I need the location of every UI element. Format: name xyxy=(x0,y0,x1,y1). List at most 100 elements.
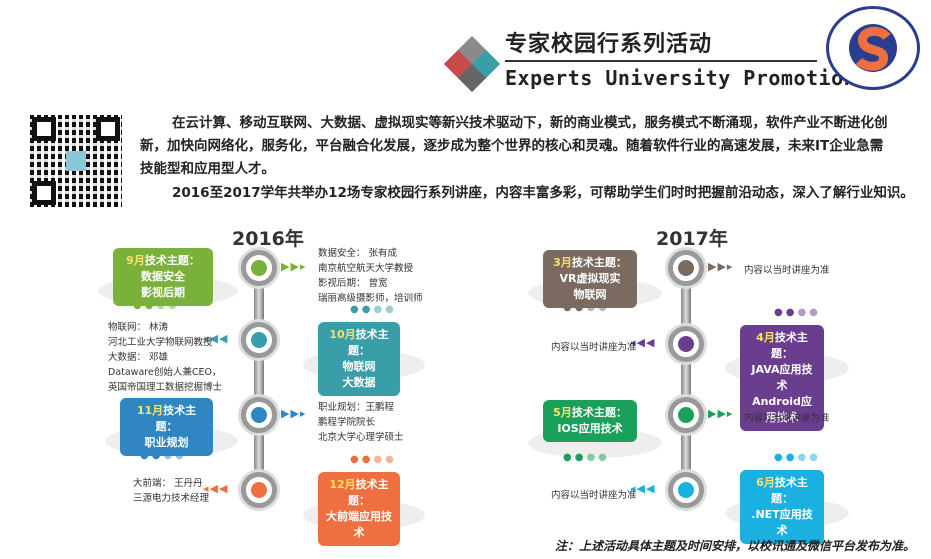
info-line: 内容以当时讲座为准 xyxy=(551,342,637,353)
info-line: 三源电力技术经理 xyxy=(133,493,210,504)
year-2017-heading: 2017年 xyxy=(656,228,728,250)
speaker-info-y2017-4: 内容以当时讲座为准 xyxy=(551,340,637,355)
info-line: 大前端： 王丹丹 xyxy=(133,478,203,489)
topic-item: 职业规划 xyxy=(144,436,189,449)
info-line: 南京航空航天大学教授 xyxy=(318,263,414,274)
month-label: 10月 xyxy=(329,328,356,341)
info-line: 数据安全： 张有成 xyxy=(318,248,398,259)
topic-item: 大前端应用技术 xyxy=(326,510,392,539)
timeline-node-y2017-3 xyxy=(668,250,704,286)
topic-bubble-y2016-12: 12月技术主题： 大前端应用技术 xyxy=(318,472,400,546)
topic-bubble-y2017-3: 3月技术主题： VR虚拟现实物联网 xyxy=(543,250,637,308)
topic-bubble-y2017-5: 5月技术主题： IOS应用技术 xyxy=(543,400,637,442)
intro-line-4: 2016至2017学年共举办12场专家校园行系列讲座，内容丰富多彩，可帮助学生们… xyxy=(172,185,914,201)
theme-label: 技术主题： xyxy=(155,404,197,433)
topic-item: VR虚拟现实 xyxy=(559,272,621,285)
info-line: 英国帝国理工数据挖掘博士 xyxy=(108,382,223,393)
theme-label: 技术主题： xyxy=(771,331,808,360)
arrow-icon: ◂◀◀ xyxy=(630,336,656,349)
arrow-icon: ▶▶▸ xyxy=(281,260,307,273)
decor-dots: ●●●● xyxy=(563,452,610,463)
info-line: 瑞丽高级摄影师，培训师 xyxy=(318,293,423,304)
speaker-info-y2016-11: 职业规划：王鹏程鹏程学院院长北京大学心理学硕士 xyxy=(318,400,404,445)
title-divider xyxy=(505,60,817,62)
topic-item: .NET应用技术 xyxy=(751,508,813,537)
topic-item: IOS应用技术 xyxy=(557,422,623,435)
info-line: 内容以当时讲座为准 xyxy=(744,413,830,424)
decor-dots: ●●●● xyxy=(774,452,821,463)
month-label: 12月 xyxy=(329,478,356,491)
topic-item: JAVA应用技术 xyxy=(751,363,813,392)
qr-code xyxy=(30,115,122,207)
topic-item: 大数据 xyxy=(342,376,376,389)
topic-item: Android应用技术 xyxy=(752,395,812,424)
month-label: 6月 xyxy=(756,476,775,489)
info-line: 河北工业大学物联网教授 xyxy=(108,337,213,348)
timeline-node-y2016-12 xyxy=(241,472,277,508)
footer-note: 注：上述活动具体主题及时间安排，以校讯通及微信平台发布为准。 xyxy=(554,539,915,553)
topic-bubble-y2016-9: 9月技术主题： 数据安全影视后期 xyxy=(113,248,213,306)
title-chinese: 专家校园行系列活动 xyxy=(505,32,713,57)
info-line: 影视后期： 曾宽 xyxy=(318,278,388,289)
timeline-node-y2016-9 xyxy=(241,250,277,286)
decor-dots: ●●●● xyxy=(140,450,187,461)
arrow-icon: ▶▶▸ xyxy=(281,407,307,420)
theme-label: 技术主题： xyxy=(571,406,627,419)
decor-dots: ●●●● xyxy=(350,304,397,315)
timeline-node-y2017-6 xyxy=(668,472,704,508)
info-line: 北京大学心理学硕士 xyxy=(318,432,404,443)
topic-bubble-y2016-11: 11月技术主题： 职业规划 xyxy=(120,398,213,456)
arrow-icon: ◂◀◀ xyxy=(203,482,229,495)
month-label: 4月 xyxy=(756,331,775,344)
info-line: 物联网： 林涛 xyxy=(108,322,169,333)
decor-dots: ●●●● xyxy=(774,307,821,318)
timeline-node-y2016-11 xyxy=(241,397,277,433)
month-label: 3月 xyxy=(553,256,572,269)
speaker-info-y2016-9: 数据安全： 张有成南京航空航天大学教授影视后期： 曾宽瑞丽高级摄影师，培训师 xyxy=(318,246,423,306)
theme-label: 技术主题： xyxy=(771,476,808,505)
decor-dots: ●●●● xyxy=(350,454,397,465)
timeline-node-y2017-5 xyxy=(668,397,704,433)
speaker-info-y2017-5: 内容以当时讲座为准 xyxy=(744,411,830,426)
timeline-2017-spine xyxy=(681,258,691,508)
arrow-icon: ◂◀◀ xyxy=(203,332,229,345)
arrow-icon: ▶▶▸ xyxy=(708,260,734,273)
info-line: 大数据： 邓雄 xyxy=(108,352,169,363)
speaker-info-y2016-12: 大前端： 王丹丹三源电力技术经理 xyxy=(133,476,209,506)
info-line: 职业规划：王鹏程 xyxy=(318,402,395,413)
intro-line-1: 在云计算、移动互联网、大数据、虚拟现实等新兴技术驱动下，新的商业模式，服务模式不… xyxy=(172,115,888,131)
speaker-info-y2017-3: 内容以当时讲座为准 xyxy=(744,263,830,278)
title-english: Experts University Promotion xyxy=(505,66,857,90)
topic-bubble-y2016-10: 10月技术主题： 物联网大数据 xyxy=(318,322,400,396)
arrow-icon: ▶▶▸ xyxy=(708,407,734,420)
theme-label: 技术主题： xyxy=(348,478,389,507)
speaker-info-y2017-6: 内容以当时讲座为准 xyxy=(551,488,637,503)
month-label: 5月 xyxy=(553,406,572,419)
speaker-info-y2016-10: 物联网： 林涛河北工业大学物联网教授大数据： 邓雄 Dataware创始人兼CEO… xyxy=(108,320,222,395)
arrow-icon: ◂◀◀ xyxy=(630,482,656,495)
timeline-2016-spine xyxy=(254,258,264,508)
topic-item: 数据安全 xyxy=(141,270,185,283)
month-label: 11月 xyxy=(136,404,164,417)
month-label: 9月 xyxy=(126,254,145,267)
year-2016-heading: 2016年 xyxy=(232,228,304,250)
topic-bubble-y2017-4: 4月技术主题： JAVA应用技术 Android应用技术 xyxy=(740,325,824,431)
topic-item: 影视后期 xyxy=(141,286,185,299)
timeline-node-y2017-4 xyxy=(668,326,704,362)
topic-item: 物联网 xyxy=(342,360,376,373)
info-line: 鹏程学院院长 xyxy=(318,417,376,428)
theme-label: 技术主题： xyxy=(348,328,389,357)
intro-line-3: 技能型和应用型人才。 xyxy=(140,161,275,177)
info-line: Dataware创始人兼CEO， xyxy=(108,367,222,378)
decor-dots: ●●●● xyxy=(563,302,610,313)
decor-dots: ●●●● xyxy=(133,300,180,311)
topic-item: 物联网 xyxy=(573,288,607,301)
theme-label: 技术主题： xyxy=(571,256,627,269)
timeline-node-y2016-10 xyxy=(241,322,277,358)
intro-line-2: 新，加快向网络化，服务化，平台融合化发展，逐步成为整个世界的核心和灵魂。随着软件… xyxy=(140,138,884,154)
school-seal-logo xyxy=(826,6,920,90)
topic-bubble-y2017-6: 6月技术主题： .NET应用技术 xyxy=(740,470,824,544)
info-line: 内容以当时讲座为准 xyxy=(551,490,637,501)
theme-label: 技术主题： xyxy=(144,254,200,267)
info-line: 内容以当时讲座为准 xyxy=(744,265,830,276)
